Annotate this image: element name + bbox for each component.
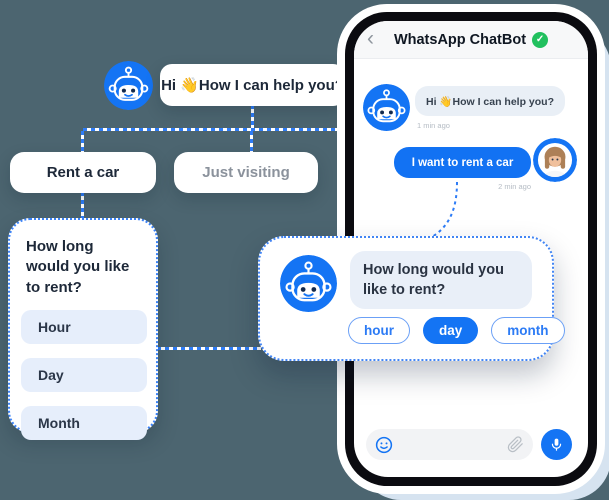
flow-node-just-visiting[interactable]: Just visiting — [174, 152, 318, 193]
option-row-day[interactable]: Day — [21, 358, 147, 393]
message-input[interactable] — [366, 429, 533, 460]
just-visiting-label: Just visiting — [202, 164, 290, 181]
verified-badge-icon: ✓ — [532, 31, 549, 48]
hour-label: Hour — [38, 319, 71, 336]
connector-rent-to-card — [81, 192, 84, 219]
connector-day-to-overlay — [157, 347, 261, 350]
bot-message-text: Hi 👋How I can help you? — [426, 95, 554, 108]
bot-avatar-icon — [280, 255, 337, 312]
user-avatar — [533, 138, 577, 182]
pill-month-label: month — [507, 323, 549, 338]
flow-node-rent-a-car[interactable]: Rent a car — [10, 152, 156, 193]
chat-title: WhatsApp ChatBot — [393, 31, 527, 48]
option-row-hour[interactable]: Hour — [21, 310, 147, 345]
month-label: Month — [38, 415, 80, 432]
back-chevron-icon[interactable]: ‹ — [367, 27, 374, 50]
chat-header: ‹ WhatsApp ChatBot ✓ — [354, 21, 588, 59]
bot-avatar-icon — [363, 84, 410, 131]
microphone-icon — [549, 437, 564, 452]
bot-message-time: 1 min ago — [417, 121, 450, 130]
flow-node-greeting[interactable]: Hi 👋How I can help you? — [160, 64, 345, 106]
question-card-title: How long would you like to rent? — [26, 238, 130, 296]
pill-hour-label: hour — [364, 323, 394, 338]
overlay-question-bubble: How long would you like to rent? — [350, 251, 532, 309]
connector-main-horizontal — [83, 128, 351, 131]
pill-month[interactable]: month — [491, 317, 565, 344]
connector-to-visiting — [250, 131, 253, 153]
pill-day[interactable]: day — [423, 317, 479, 344]
bot-message-bubble: Hi 👋How I can help you? — [415, 86, 565, 116]
connector-user-to-overlay — [431, 181, 458, 238]
flow-greeting-label: Hi 👋How I can help you? — [161, 77, 344, 94]
overlay-question-text: How long would you like to rent? — [363, 262, 504, 298]
pill-hour[interactable]: hour — [348, 317, 410, 344]
user-message-text: I want to rent a car — [411, 156, 514, 169]
option-row-month[interactable]: Month — [21, 406, 147, 441]
day-label: Day — [38, 367, 64, 384]
paperclip-icon[interactable] — [507, 436, 524, 453]
user-message-bubble: I want to rent a car — [394, 147, 531, 178]
overlay-question-card: How long would you like to rent? hour da… — [258, 236, 565, 361]
overlay-pill-group: hour day month — [348, 317, 565, 344]
connector-greeting-down — [251, 105, 254, 131]
rent-a-car-label: Rent a car — [46, 164, 120, 181]
mic-button[interactable] — [541, 429, 572, 460]
connector-to-rent — [81, 131, 84, 153]
bot-avatar-icon — [104, 61, 153, 110]
flow-question-card: How long would you like to rent? Hour Da… — [8, 218, 158, 441]
smiley-icon[interactable] — [375, 436, 393, 454]
pill-day-label: day — [439, 323, 463, 338]
user-message-time: 2 min ago — [498, 182, 531, 191]
